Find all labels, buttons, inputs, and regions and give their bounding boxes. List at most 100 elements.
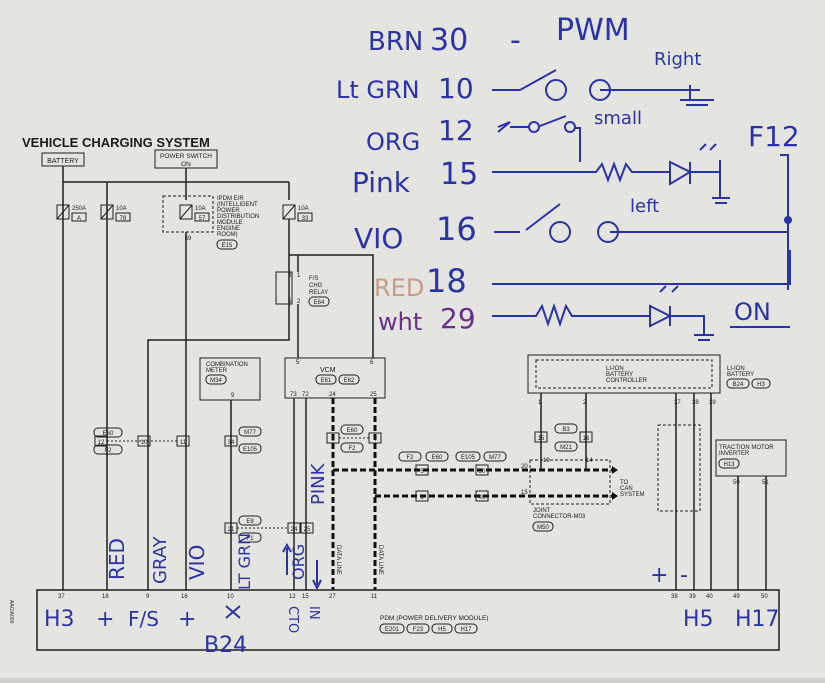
pdm-pin: 37 xyxy=(58,594,65,600)
ipdm-line: (INTELLIGENT xyxy=(217,202,258,208)
joint-line: CONNECTOR-M03 xyxy=(533,514,586,520)
data-line-label: DATA LINE xyxy=(377,545,383,575)
inverter-conn-badge xyxy=(718,458,740,469)
vcm-conn2-badge xyxy=(338,374,360,385)
meter-line: COMBINATION xyxy=(206,362,248,368)
junction-pin: 11 xyxy=(180,440,187,446)
hw-wire-label: PINK xyxy=(308,462,329,505)
hw-pdm: H3 xyxy=(44,607,75,632)
can-arrows xyxy=(612,466,618,500)
pdm-conn-badge xyxy=(406,623,430,634)
inverter-pin: 50 xyxy=(733,480,740,486)
hw-pdm: + xyxy=(178,607,196,632)
liion-batt-pin: 38 xyxy=(692,400,699,406)
hw-wire-label: GRAY xyxy=(150,535,171,584)
hw-switch-contact xyxy=(545,79,567,101)
fuse1-id: A xyxy=(77,216,81,222)
junction-pin: 16 xyxy=(583,436,590,442)
ipdm-pin: 59 xyxy=(185,236,192,242)
hw-color: RED xyxy=(374,274,424,302)
fuse-250a xyxy=(56,204,70,220)
conn-m77: M77 xyxy=(489,455,501,461)
ipdm-box xyxy=(162,195,214,233)
battery-label: BATTERY xyxy=(47,158,79,165)
pdm-label: PDM (POWER DELIVERY MODULE) xyxy=(380,615,488,622)
junction-pin-box xyxy=(415,464,429,476)
hw-switch-left xyxy=(494,154,789,290)
relay-line: RELAY xyxy=(309,290,328,296)
hw-pdm: F/S xyxy=(128,607,159,631)
fuse3-rating: 10A xyxy=(195,206,206,212)
joint-pin: 14 xyxy=(586,458,593,464)
supply-bus xyxy=(62,166,290,590)
pdm-pin: 12 xyxy=(289,594,296,600)
meter-pin: 9 xyxy=(231,393,235,399)
inverter-line: TRACTION MOTOR xyxy=(719,445,774,451)
conn-e105-badge xyxy=(238,443,262,454)
hw-wire-label: LT GRN xyxy=(235,533,254,590)
liion-ctrl-line: CONTROLLER xyxy=(606,378,648,384)
ipdm-line: ROOM) xyxy=(217,232,238,238)
joint-pin: 20 xyxy=(521,464,528,470)
pdm-pin: 18 xyxy=(102,594,109,600)
hw-resistor-led-wht xyxy=(492,285,714,341)
vcm-pin: 6 xyxy=(370,360,374,366)
junction-pin: 34 xyxy=(228,440,235,446)
vcm-conn2: E62 xyxy=(344,378,355,384)
hw-dash: - xyxy=(510,23,521,58)
hw-note: left xyxy=(630,196,659,217)
fuse1-id-box xyxy=(71,212,87,222)
hw-switch-contact xyxy=(589,79,611,101)
power-switch-label: POWER SWITCH xyxy=(160,153,212,160)
relay-pin: 5 xyxy=(288,299,292,305)
meter-line: METER xyxy=(206,368,228,374)
hw-resistor-led-pink xyxy=(492,143,730,204)
junction-pin-box xyxy=(287,522,301,534)
hw-switch-small xyxy=(497,115,581,162)
conn-m21: M21 xyxy=(560,445,572,451)
liion-batt-line: BATTERY xyxy=(727,372,754,378)
pdm-pin: 16 xyxy=(181,594,188,600)
meter-conn-badge xyxy=(205,374,227,385)
liion-batt-conn2: H3 xyxy=(757,382,765,388)
fuse4-rating: 10A xyxy=(298,206,309,212)
liion-ctrl-pin: 1 xyxy=(538,400,542,406)
hw-switch-contact xyxy=(528,121,540,133)
liion-batt-conn2-badge xyxy=(751,378,771,389)
conn-f1: F1 xyxy=(246,536,254,542)
hw-switch-contact xyxy=(564,121,576,133)
conn-m77-badge xyxy=(238,426,262,437)
can-line: TO xyxy=(620,480,629,486)
conn-f2: F2 xyxy=(104,448,112,454)
relay-pin: 2 xyxy=(297,299,301,305)
pdm-pin: 11 xyxy=(371,594,378,600)
meter-conn: M34 xyxy=(210,378,222,384)
junction-pin-box xyxy=(475,490,489,502)
fuse4-id-box xyxy=(297,212,313,222)
hw-minus: - xyxy=(680,563,688,588)
combination-meter-box xyxy=(199,357,261,401)
vcm-pin: 24 xyxy=(329,392,336,398)
pdm-conn: E201 xyxy=(385,627,400,633)
side-code: AACIA000 xyxy=(8,600,14,624)
joint-conn-badge xyxy=(532,521,554,532)
ipdm-label: IPDM E/R (INTELLIGENT POWER DISTRIBUTION… xyxy=(217,196,259,238)
vcm-pin: 5 xyxy=(296,360,300,366)
hw-note: small xyxy=(594,108,642,129)
junction-pin: 4 xyxy=(373,437,377,443)
junction-pin: 12 xyxy=(98,440,105,446)
inverter-conn: H13 xyxy=(723,462,735,468)
hw-pin: 16 xyxy=(436,210,477,248)
ipdm-line: POWER xyxy=(217,208,240,214)
hw-pdm: IN xyxy=(306,606,321,620)
relay-label: F/S CHG RELAY xyxy=(309,276,328,296)
conn-e8: E8 xyxy=(246,519,254,525)
junction-pin: 21 xyxy=(228,527,235,533)
fuse-10a-57 xyxy=(179,204,193,220)
ipdm-conn: E15 xyxy=(222,243,233,249)
hw-pin: 30 xyxy=(430,23,468,58)
junction-pin: 15 xyxy=(538,436,545,442)
liion-batt-wires xyxy=(675,393,712,590)
liion-batt-conn1: B24 xyxy=(733,382,744,388)
